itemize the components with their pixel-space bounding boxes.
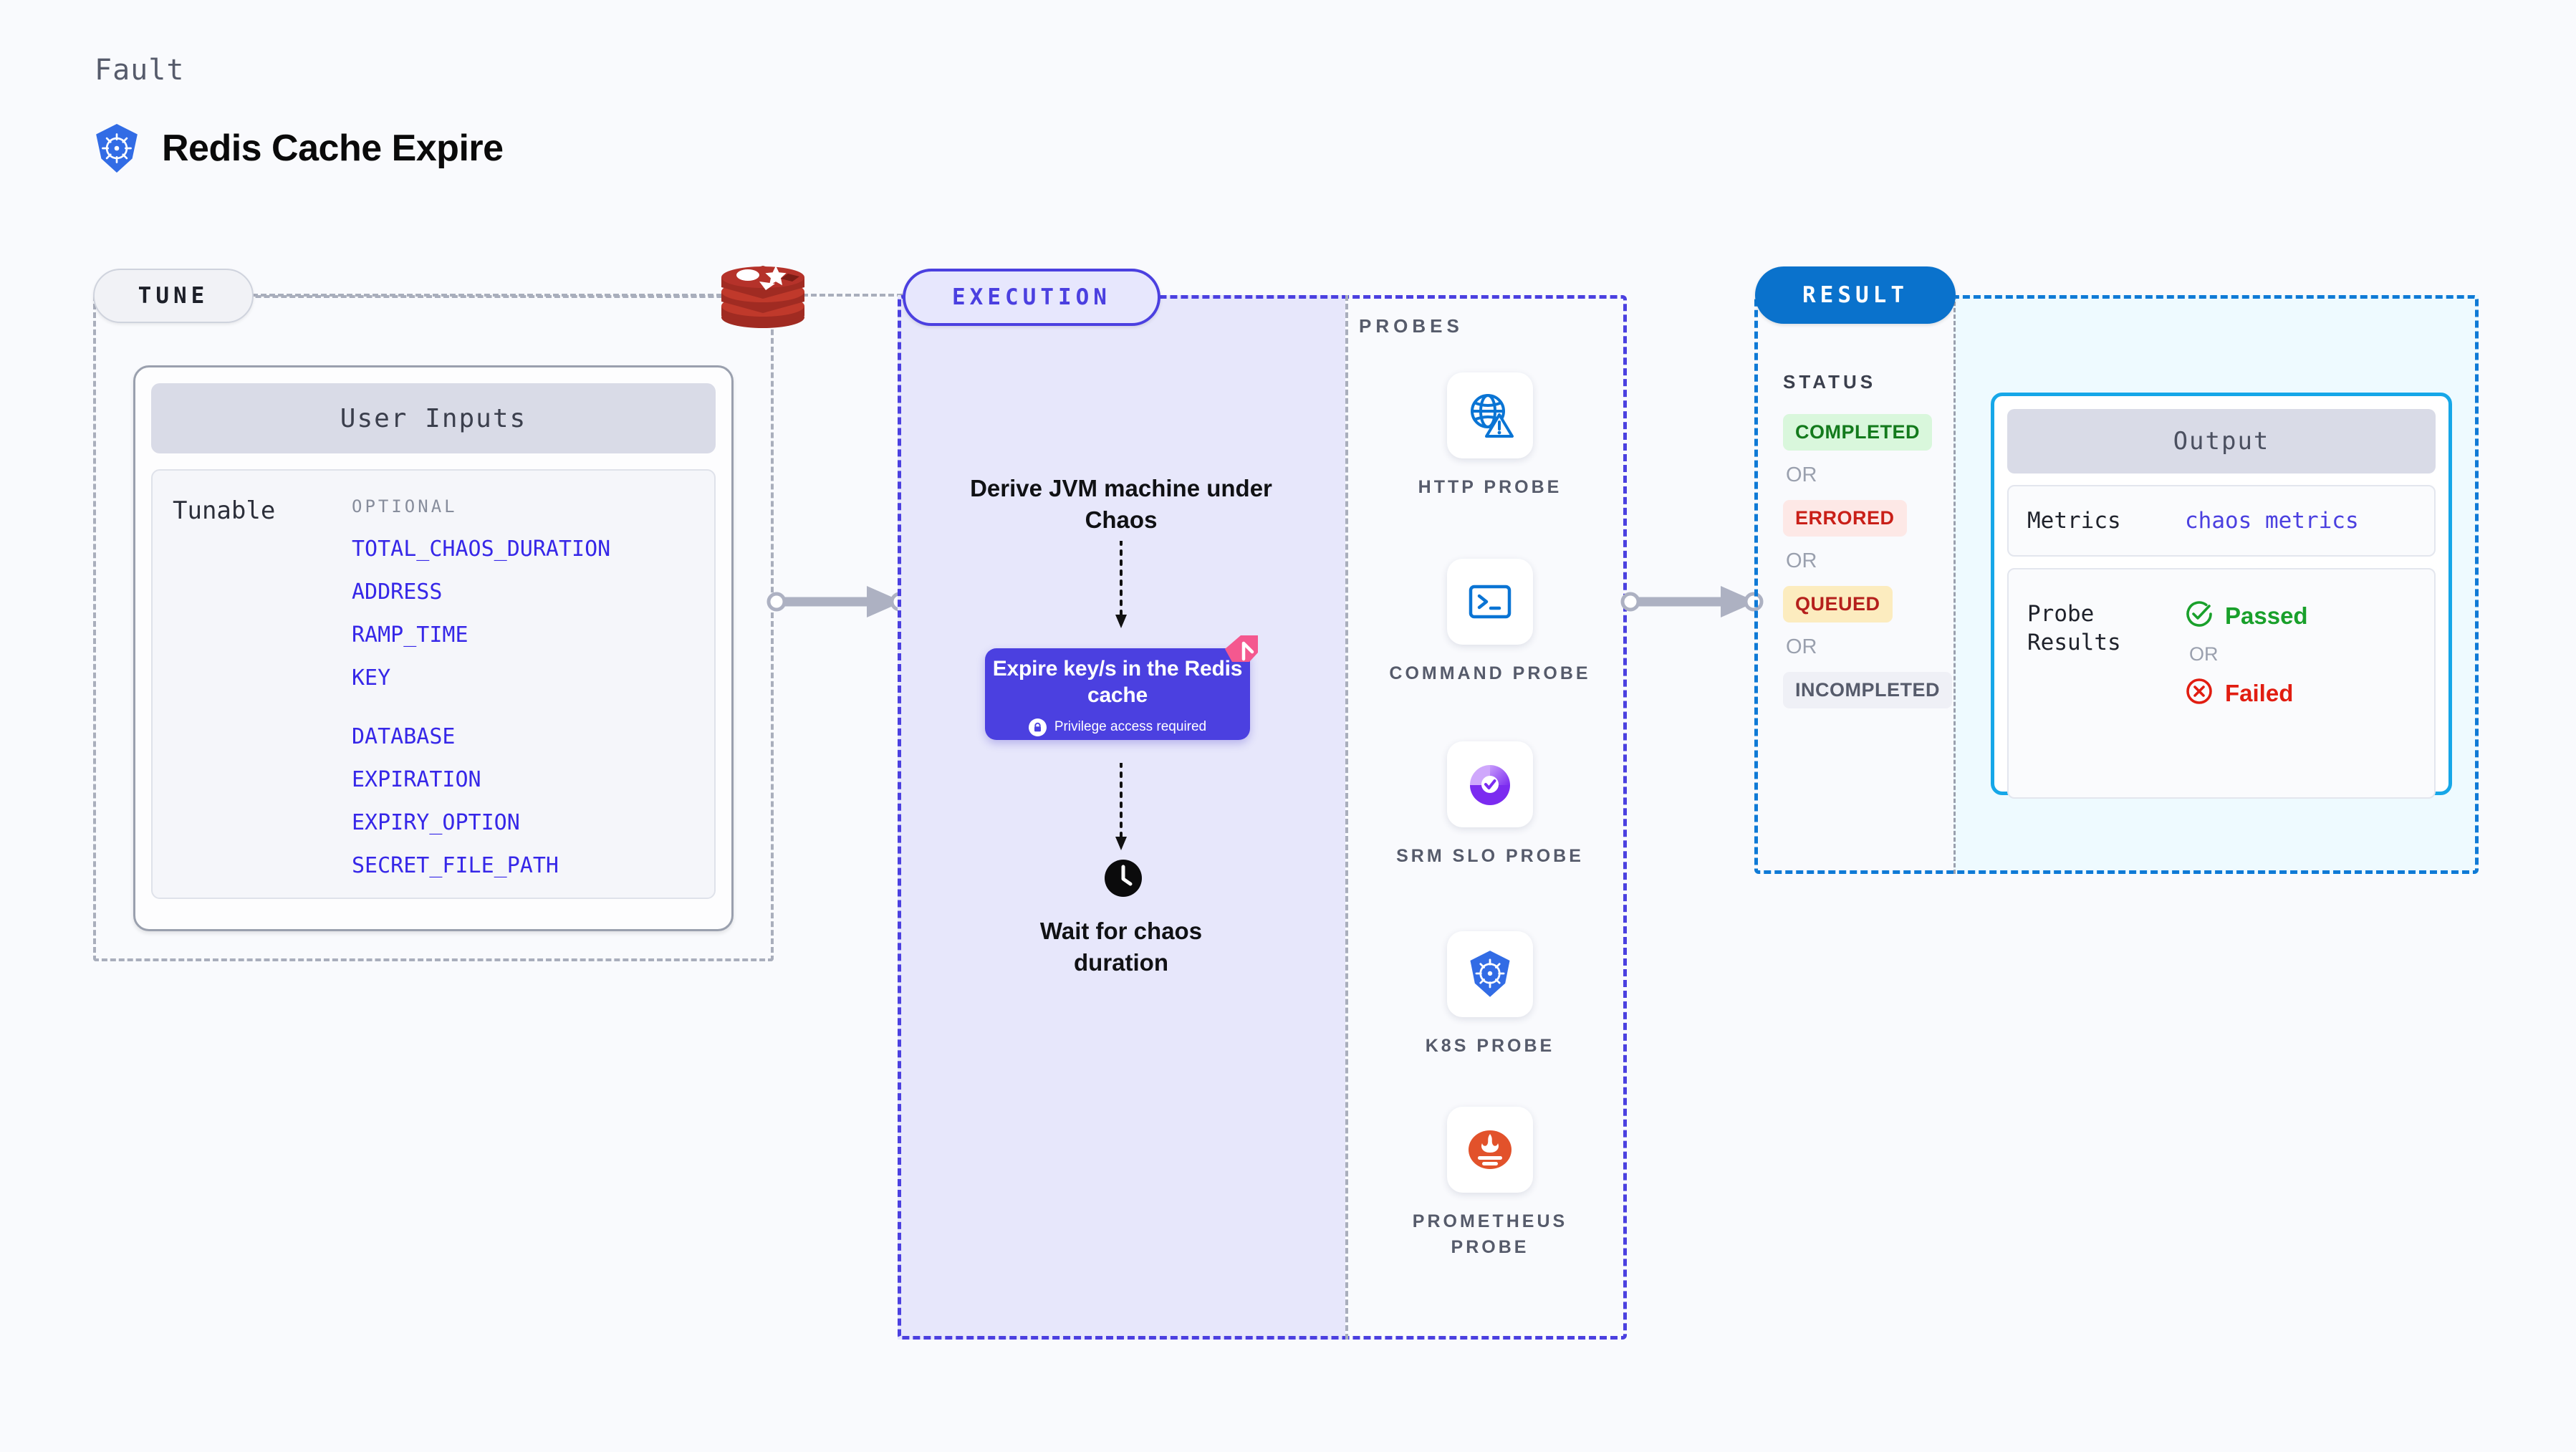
slo-gauge-icon	[1447, 741, 1533, 827]
user-inputs-card: User Inputs Tunable OPTIONAL TOTAL_CHAOS…	[133, 365, 734, 931]
privilege-note-text: Privilege access required	[1054, 719, 1207, 734]
privilege-note: Privilege access required	[1028, 718, 1207, 736]
kubernetes-icon	[93, 123, 140, 173]
tune-zone	[93, 295, 774, 961]
lock-icon	[1028, 718, 1047, 736]
redis-icon	[716, 254, 809, 335]
status-badge: COMPLETED	[1783, 414, 1933, 451]
page-title: Redis Cache Expire	[162, 128, 504, 169]
action-title: Expire key/s in the Redis cache	[992, 656, 1243, 708]
execution-step-title: Derive JVM machine under Chaos	[970, 475, 1272, 533]
probe-srm-slo[interactable]: SRM SLO PROBE	[1383, 741, 1597, 869]
or-label: OR	[2189, 643, 2219, 665]
stage-badge-execution[interactable]: EXECUTION	[903, 269, 1160, 326]
tunable-item[interactable]: TOTAL_CHAOS_DURATION	[352, 537, 611, 562]
probe-result-failed: Failed	[2185, 677, 2308, 709]
probe-label: PROMETHEUS PROBE	[1412, 1211, 1568, 1258]
status-section-label: STATUS	[1783, 371, 1877, 393]
kubernetes-icon	[1447, 931, 1533, 1017]
or-label: OR	[1786, 549, 1817, 572]
result-zone	[1754, 295, 2479, 874]
prometheus-icon	[1447, 1107, 1533, 1193]
probe-results-values: Passed OR Failed	[2185, 600, 2308, 797]
probes-section-label: PROBES	[1359, 315, 1464, 337]
tunable-list: OPTIONAL TOTAL_CHAOS_DURATION ADDRESS RA…	[352, 496, 611, 878]
or-label: OR	[1786, 463, 1817, 486]
connector-execution-to-result	[1620, 580, 1764, 623]
probes-divider	[1345, 295, 1348, 1340]
probe-k8s[interactable]: K8S PROBE	[1383, 931, 1597, 1059]
probe-results-row: Probe Results Passed OR	[2007, 568, 2436, 799]
tunable-item[interactable]: KEY	[352, 665, 391, 691]
tunable-item[interactable]: SECRET_FILE_PATH	[352, 853, 559, 878]
stage-badge-tune[interactable]: TUNE	[93, 269, 254, 323]
flow-arrow-down	[1110, 761, 1132, 852]
probe-command[interactable]: COMMAND PROBE	[1383, 559, 1597, 686]
x-circle-icon	[2185, 677, 2214, 709]
probe-label: K8S PROBE	[1425, 1036, 1555, 1056]
check-circle-icon	[2185, 600, 2214, 632]
wait-step-title: Wait for chaos duration	[1039, 918, 1203, 976]
probe-result-passed: Passed	[2185, 600, 2308, 632]
page-header: Redis Cache Expire	[93, 123, 504, 173]
stage-badge-result[interactable]: RESULT	[1755, 266, 1956, 324]
optional-heading: OPTIONAL	[352, 496, 458, 516]
user-inputs-title: User Inputs	[151, 383, 716, 453]
status-badge: QUEUED	[1783, 586, 1893, 622]
tunable-item[interactable]: ADDRESS	[352, 580, 443, 605]
status-list: COMPLETED OR ERRORED OR QUEUED OR INCOMP…	[1783, 414, 1955, 708]
status-badge: INCOMPLETED	[1783, 672, 1953, 708]
passed-label: Passed	[2225, 602, 2308, 629]
output-title: Output	[2007, 409, 2436, 473]
page-eyebrow: Fault	[95, 54, 185, 87]
tunable-item[interactable]: EXPIRY_OPTION	[352, 810, 520, 835]
result-divider	[1953, 295, 1956, 874]
failed-label: Failed	[2225, 679, 2294, 706]
probe-label: HTTP PROBE	[1418, 477, 1562, 497]
tunable-item[interactable]: EXPIRATION	[352, 767, 481, 792]
connector-tune-to-execution	[766, 580, 910, 623]
output-card: Output Metrics chaos metrics Probe Resul…	[1991, 393, 2452, 799]
probe-label: COMMAND PROBE	[1389, 663, 1591, 683]
execution-action-card[interactable]: Expire key/s in the Redis cache Privileg…	[985, 648, 1250, 740]
or-label: OR	[1786, 635, 1817, 658]
clock-icon	[1103, 858, 1143, 902]
tunable-label: Tunable	[173, 496, 276, 525]
status-badge: ERRORED	[1783, 500, 1907, 537]
tunable-box: Tunable OPTIONAL TOTAL_CHAOS_DURATION AD…	[151, 469, 716, 899]
metrics-value[interactable]: chaos metrics	[2185, 508, 2359, 534]
flow-arrow-down	[1110, 539, 1132, 630]
execution-zone	[898, 295, 1627, 1340]
metrics-row: Metrics chaos metrics	[2007, 485, 2436, 557]
probe-prometheus[interactable]: PROMETHEUS PROBE	[1383, 1107, 1597, 1261]
terminal-icon	[1447, 559, 1533, 645]
probe-results-label: Probe Results	[2027, 601, 2121, 656]
tunable-item[interactable]: RAMP_TIME	[352, 622, 468, 648]
metrics-label: Metrics	[2027, 507, 2121, 534]
litmus-icon	[1222, 633, 1259, 670]
tunable-item[interactable]: DATABASE	[352, 724, 456, 749]
globe-warning-icon	[1447, 372, 1533, 458]
probe-http[interactable]: HTTP PROBE	[1383, 372, 1597, 500]
probe-label: SRM SLO PROBE	[1396, 846, 1584, 866]
